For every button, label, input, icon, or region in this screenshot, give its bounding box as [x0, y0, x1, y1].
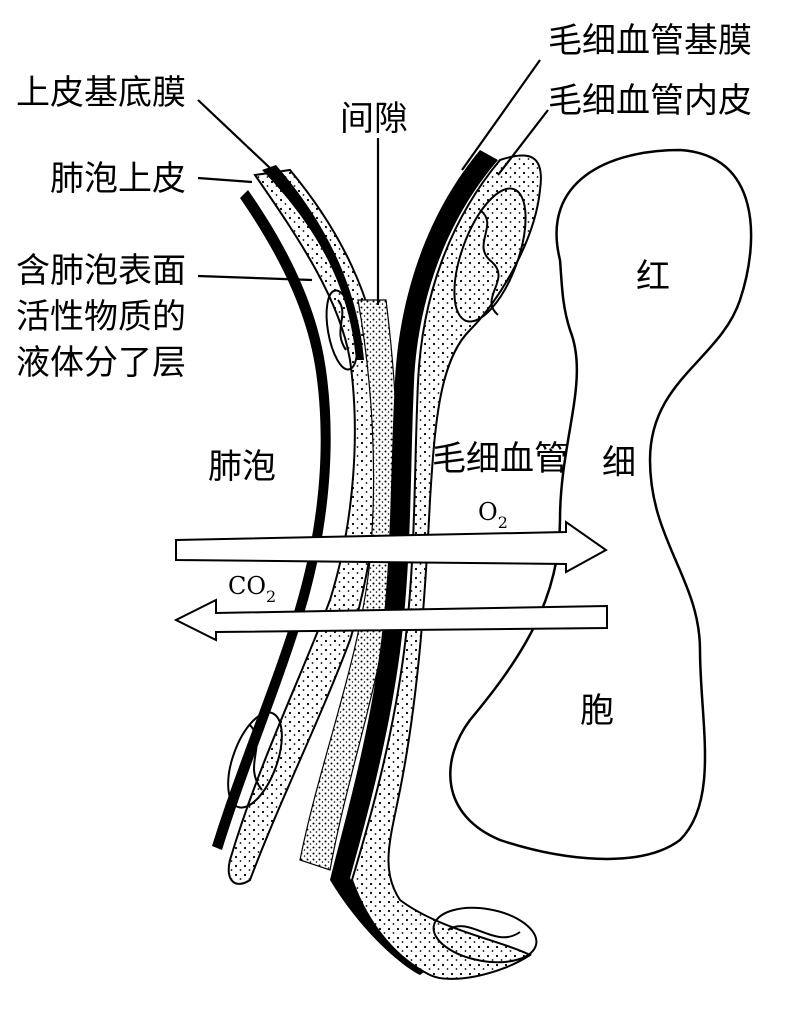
- label-capillary: 毛细血管: [432, 439, 568, 479]
- label-alveolar-epithelium: 肺泡上皮: [50, 159, 186, 199]
- label-epithelial-basement-membrane: 上皮基底膜: [16, 73, 186, 113]
- leader-line-alveolar-epithelium: [198, 178, 252, 182]
- label-interstitial-space: 间隙: [340, 99, 408, 139]
- label-alveolus: 肺泡: [208, 447, 276, 487]
- label-capillary-basement-membrane: 毛细血管基膜: [548, 21, 752, 61]
- label-rbc-3: 胞: [580, 691, 614, 731]
- label-carbon-dioxide: CO2: [228, 572, 276, 606]
- label-capillary-endothelium: 毛细血管内皮: [548, 81, 752, 121]
- label-surfactant-line-3: 液体分了层: [16, 343, 186, 383]
- label-surfactant-line-1: 含肺泡表面: [16, 251, 186, 291]
- label-rbc-1: 红: [636, 257, 670, 297]
- leader-line-capillary-basement-membrane: [462, 60, 540, 170]
- label-rbc-2: 细: [602, 443, 636, 483]
- leader-line-epithelial-basement-membrane: [198, 100, 270, 168]
- label-oxygen: O2: [478, 498, 508, 532]
- label-surfactant-line-2: 活性物质的: [16, 297, 186, 337]
